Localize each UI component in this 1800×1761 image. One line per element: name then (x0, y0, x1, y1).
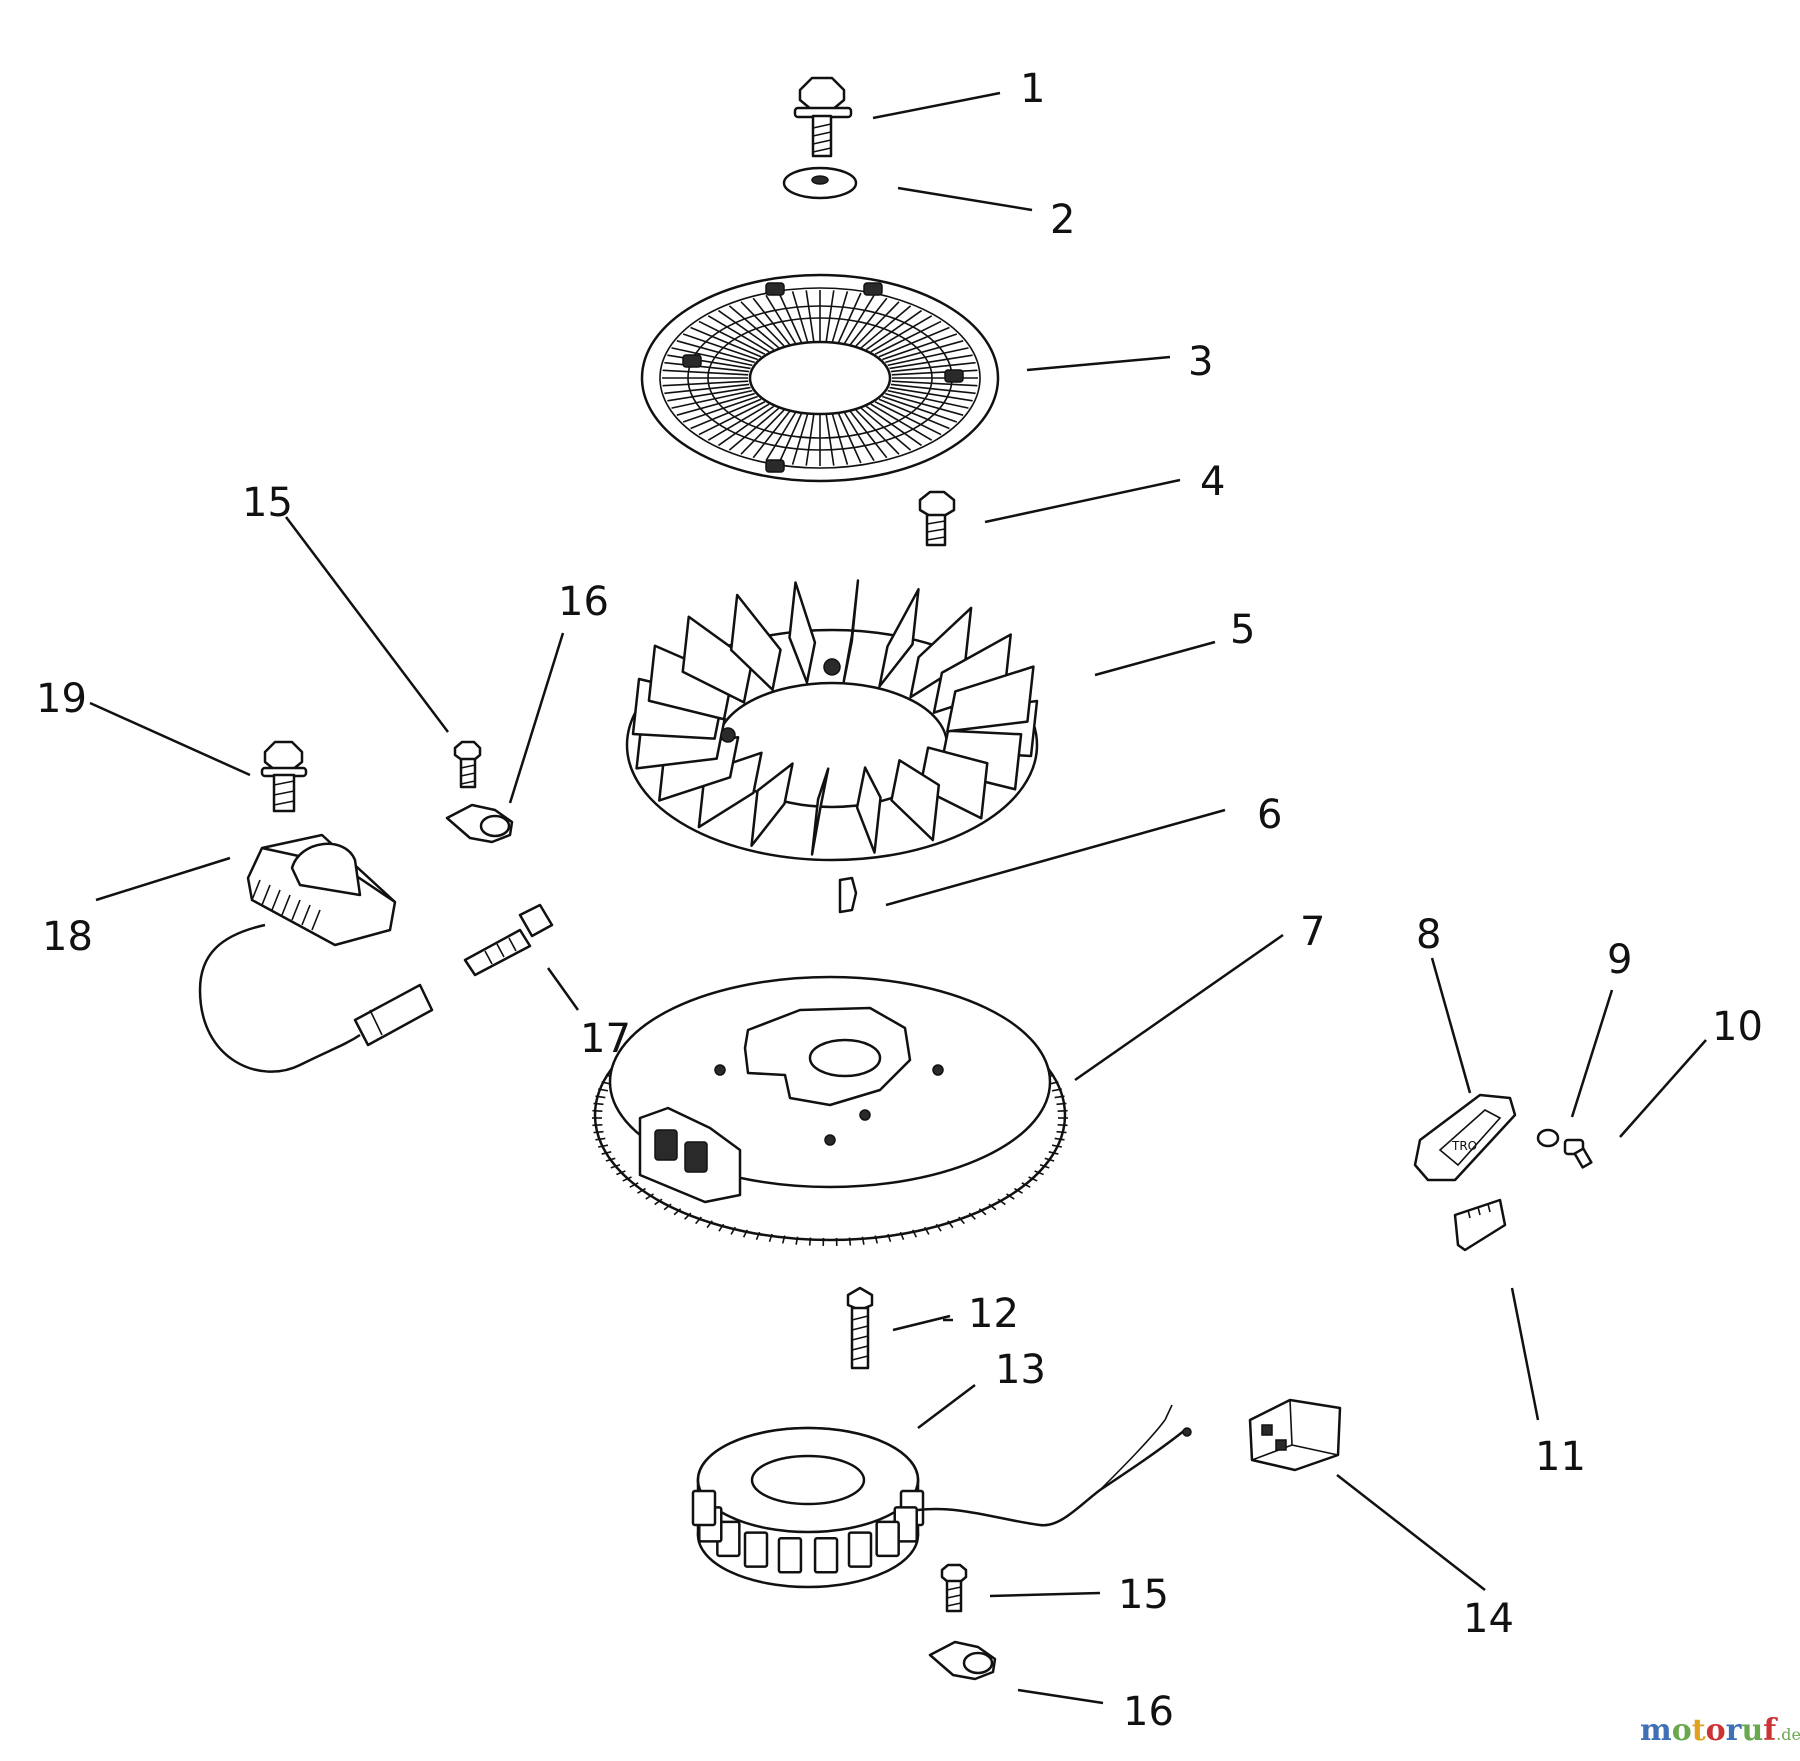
callout-8: 8 (1416, 912, 1441, 958)
part-15-screw-upper (453, 740, 482, 789)
callout-numbers: 1 2 3 4 5 6 7 8 9 10 11 12 13 14 15 15 1… (36, 66, 1763, 1735)
callout-2: 2 (1050, 197, 1075, 243)
part-3-grass-screen (640, 273, 1000, 483)
part-5-blower-fan (625, 579, 1039, 862)
part-7-flywheel (592, 975, 1068, 1246)
callout-12: 12 (968, 1291, 1019, 1337)
callout-6: 6 (1257, 792, 1282, 838)
part-10-small-screw (1563, 1138, 1593, 1169)
callout-15-upper: 15 (242, 480, 293, 526)
part-1-flange-bolt (793, 76, 853, 158)
callout-16-lower: 16 (1123, 1689, 1174, 1735)
callout-9: 9 (1607, 937, 1632, 983)
callout-4: 4 (1200, 459, 1225, 505)
part-17-sensor-stud (463, 903, 554, 977)
part-13-stator (691, 1404, 1192, 1589)
callout-16-upper: 16 (558, 579, 609, 625)
part-9-lock-washer (1536, 1128, 1560, 1148)
part-12-stator-bolt (846, 1286, 874, 1370)
part-15-screw-lower (940, 1563, 968, 1613)
leader-lines (89, 91, 1707, 1705)
callout-18: 18 (42, 914, 93, 960)
callout-15-lower: 15 (1118, 1572, 1169, 1618)
callout-3: 3 (1188, 339, 1213, 385)
callout-19: 19 (36, 676, 87, 722)
part-2-washer (782, 166, 858, 200)
callout-11: 11 (1535, 1434, 1586, 1480)
part-4-screw (918, 490, 956, 547)
callout-10: 10 (1712, 1004, 1763, 1050)
part-19-bolt (260, 740, 308, 813)
callout-13: 13 (995, 1347, 1046, 1393)
callout-5: 5 (1230, 607, 1255, 653)
svg-text:TRO: TRO (1451, 1139, 1477, 1153)
part-8-rectifier-regulator: TRO (1413, 1093, 1517, 1182)
part-18-ignition-module (198, 833, 434, 1073)
part-14-connector (1248, 1398, 1342, 1472)
part-11-rectifier-block (1453, 1198, 1507, 1252)
part-6-key (838, 876, 858, 914)
callout-14: 14 (1463, 1596, 1514, 1642)
part-16-clip-upper (445, 803, 514, 844)
watermark-logo: motoruf.de (1640, 1713, 1800, 1748)
svg-text:motoruf.de: motoruf.de (1640, 1713, 1800, 1748)
callout-1: 1 (1020, 66, 1045, 112)
callout-7: 7 (1300, 909, 1325, 955)
part-16-clip-lower (928, 1640, 997, 1681)
callout-17: 17 (580, 1016, 631, 1062)
